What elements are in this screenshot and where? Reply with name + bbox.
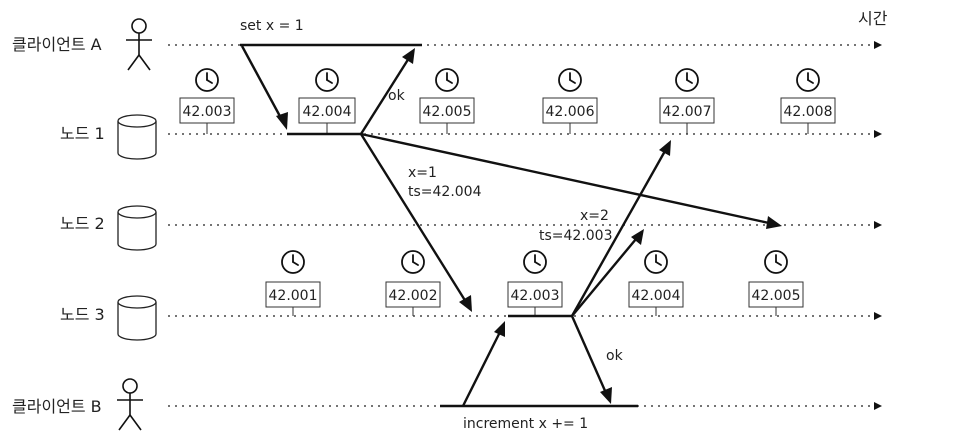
timestamp-label: 42.007 [663,104,712,120]
label-replicate-2-timestamp: ts=42.003 [539,228,613,244]
arrow-ok-to-client-b [570,315,612,404]
database-icon-node1 [117,114,157,160]
timestamp-label: 42.002 [389,288,438,304]
node1-clock: 42.007 [659,68,715,134]
timestamp-label: 42.001 [269,288,318,304]
clock-icon [401,250,425,274]
arrow-ok-to-client-a [359,48,415,135]
lane-label-node3: 노드 3 [60,305,105,324]
arrow-replicate-node3-to-node2 [571,229,644,317]
database-icon-node2 [117,205,157,251]
arrow-replicate-node1-to-node3 [359,133,472,312]
clock-icon [675,68,699,92]
label-increment-request: increment x += 1 [463,416,588,432]
clock-icon [435,68,459,92]
timestamp-label: 42.008 [784,104,833,120]
person-icon-client-a [126,18,152,71]
node3-clock: 42.005 [748,250,804,316]
node1-clock: 42.004 [298,68,356,134]
lane-label-node2: 노드 2 [60,214,105,233]
database-icon-node3 [117,295,157,341]
clock-icon [281,250,305,274]
timeline-client-b [168,402,882,410]
label-set-request: set x = 1 [240,18,304,34]
lane-label-client-a: 클라이언트 A [12,35,102,54]
clock-icon [195,68,219,92]
lane-label-node1: 노드 1 [60,124,105,143]
timestamp-label: 42.005 [752,288,801,304]
label-ok-client-b: ok [606,348,624,364]
clock-icon [523,250,547,274]
timestamp-label: 42.003 [511,288,560,304]
clock-icon [644,250,668,274]
timeline-client-a [168,41,882,49]
timestamp-label: 42.005 [423,104,472,120]
timestamp-label: 42.006 [546,104,595,120]
timestamp-label: 42.004 [303,104,352,120]
time-axis-label: 시간 [858,9,888,28]
label-replicate-1-value: x=1 [408,165,437,181]
timestamp-label: 42.004 [632,288,681,304]
node3-clock: 42.004 [628,250,684,316]
timestamp-label: 42.003 [183,104,232,120]
node3-clock: 42.002 [385,250,441,316]
timeline-node3 [168,312,882,320]
timeline-node2 [168,221,882,229]
clock-icon [558,68,582,92]
label-replicate-2-value: x=2 [580,208,609,224]
clock-icon [796,68,820,92]
label-ok-client-a: ok [388,88,406,104]
node1-clock: 42.008 [780,68,836,134]
node3-clock: 42.003 [507,250,563,316]
lane-label-client-b: 클라이언트 B [12,397,102,416]
clock-icon [315,68,339,92]
person-icon-client-b [117,378,143,431]
arrow-replicate-node3-to-node1 [570,140,671,317]
node1-clock: 42.006 [542,68,598,134]
arrow-increment-request [461,321,505,407]
node1-clock: 42.005 [419,68,475,134]
node3-clock: 42.001 [265,250,321,316]
timeline-node1 [168,130,882,138]
arrow-replicate-node1-to-node2 [360,132,782,229]
arrow-set-request [240,45,288,130]
label-replicate-1-timestamp: ts=42.004 [408,184,482,200]
node1-clock: 42.003 [179,68,235,134]
clock-icon [764,250,788,274]
